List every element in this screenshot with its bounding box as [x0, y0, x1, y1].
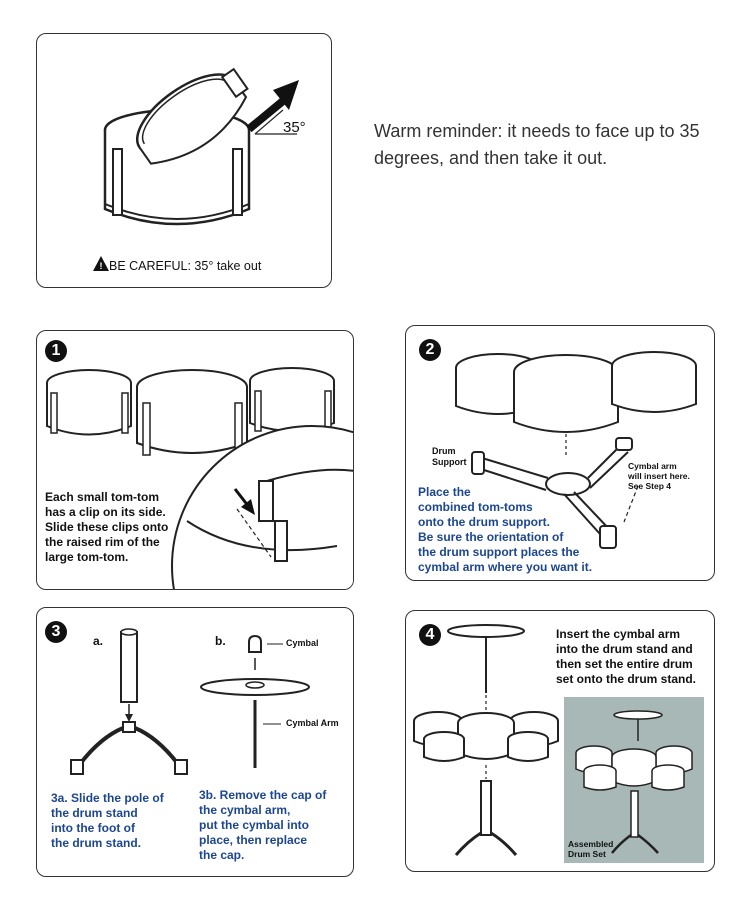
- step-3-number: 3: [45, 621, 67, 643]
- part-a-label: a.: [93, 634, 104, 648]
- part-b-label: b.: [215, 634, 226, 648]
- step-2-panel: 2 Drum Support Cymbal arm will insert he…: [405, 325, 715, 581]
- step-3-panel: 3 a. b. Cymbal Cymbal Arm 3a. Slide the …: [36, 607, 354, 877]
- step-1-instruction: Each small tom-tom has a clip on its sid…: [45, 490, 169, 564]
- step-1-number: 1: [45, 340, 67, 362]
- tom-tom-removal-illustration: !: [93, 67, 299, 271]
- step-4-panel: 4 Insert the cymbal arm into the drum st…: [405, 610, 715, 872]
- step-3-illustration: [70, 628, 310, 775]
- assembled-label: Assembled Drum Set: [568, 839, 614, 859]
- step-2-instruction: Place the combined tom-toms onto the dru…: [418, 485, 593, 574]
- step-4-instruction: Insert the cymbal arm into the drum stan…: [556, 627, 697, 686]
- step-2-illustration: [455, 351, 697, 549]
- step-4-illustration: [413, 624, 704, 863]
- drum-support-label: Drum Support: [432, 446, 467, 467]
- warning-panel: ! 35° BE CAREFUL: 35° take out: [36, 33, 332, 288]
- angle-label: 35°: [283, 119, 306, 136]
- reminder-text: Warm reminder: it needs to face up to 35…: [374, 121, 700, 168]
- cymbal-label: Cymbal: [286, 638, 319, 648]
- cymbal-arm-label: Cymbal Arm: [286, 718, 339, 728]
- svg-text:!: !: [100, 261, 103, 271]
- careful-label: BE CAREFUL: 35° take out: [109, 259, 262, 273]
- step-2-number: 2: [419, 339, 441, 361]
- step-1-panel: 1 Each small tom-tom has a clip on its s…: [36, 330, 354, 590]
- step-4-number: 4: [419, 624, 441, 646]
- step-3b-instruction: 3b. Remove the cap of the cymbal arm, pu…: [199, 788, 327, 862]
- step-3a-instruction: 3a. Slide the pole of the drum stand int…: [51, 791, 164, 850]
- step-1-illustration: [46, 367, 353, 589]
- cymbal-arm-note: Cymbal arm will insert here. See Step 4: [628, 461, 690, 491]
